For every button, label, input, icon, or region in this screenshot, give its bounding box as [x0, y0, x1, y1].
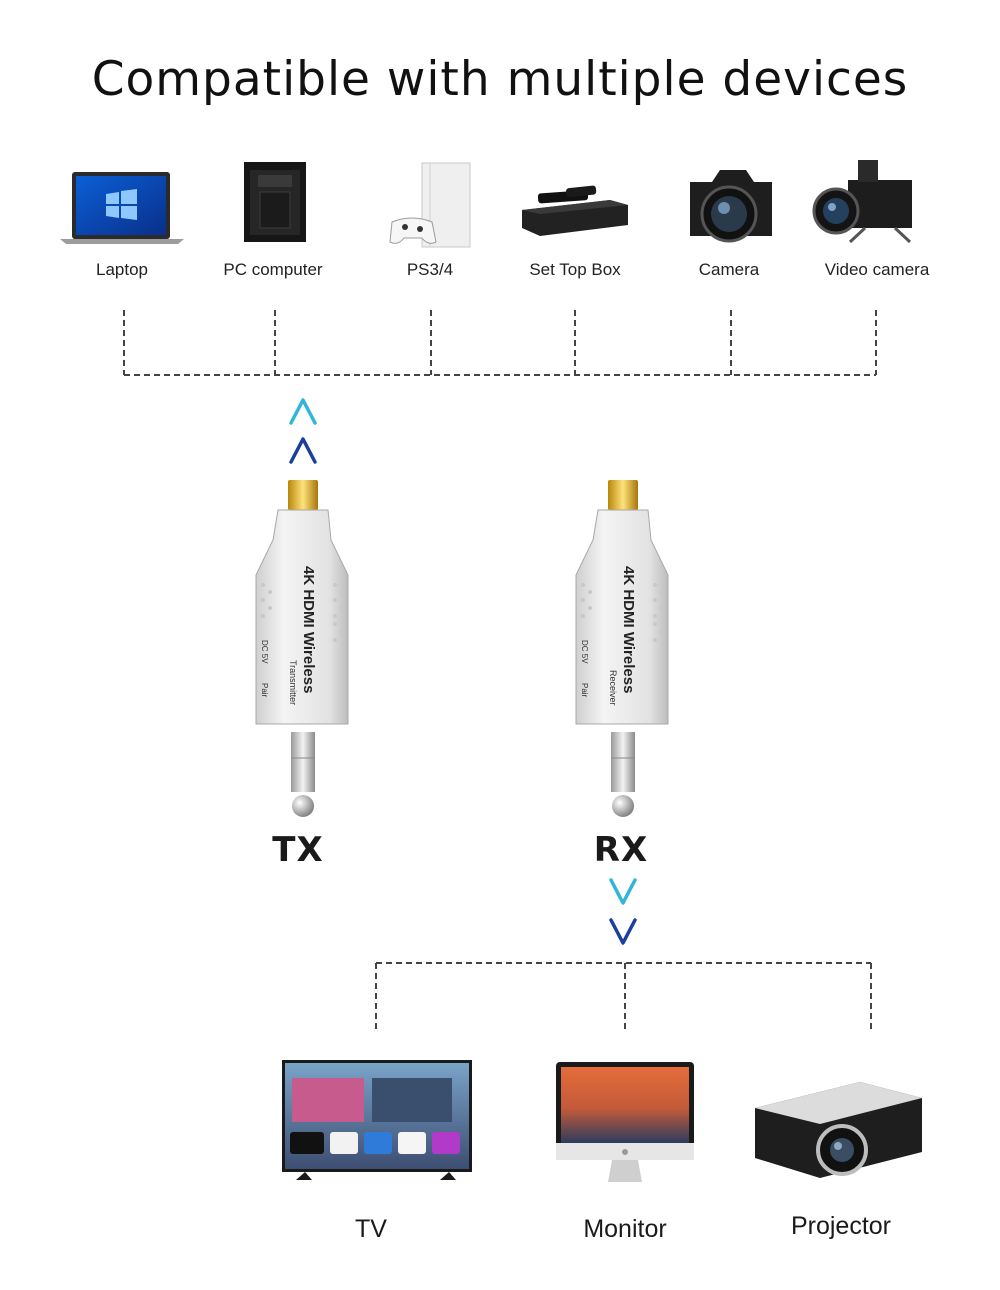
source-label-laptop: Laptop [96, 260, 148, 279]
source-label-set-top-box: Set Top Box [529, 260, 621, 279]
page-title: Compatible with multiple devices [91, 52, 909, 107]
download-arrow-icon [609, 878, 637, 945]
rx-device-text: 4K HDMI Wireless [620, 566, 637, 693]
tx-device-sub: Transmitter [288, 660, 298, 705]
tx-port-pair: Pair [260, 683, 269, 698]
upload-arrow-icon [289, 398, 317, 464]
set-top-box-icon [522, 185, 628, 236]
destination-label-monitor: Monitor [583, 1215, 667, 1243]
rx-port-dc: DC 5V [580, 640, 589, 664]
tx-port-dc: DC 5V [260, 640, 269, 664]
rx-port-pair: Pair [580, 683, 589, 698]
video-camera-icon [812, 160, 912, 244]
tv-icon [282, 1060, 472, 1180]
transmitter-device [255, 480, 349, 817]
game-console-icon [389, 162, 471, 248]
projector-icon [755, 1082, 922, 1178]
rx-label: RX [593, 830, 649, 870]
camera-icon [690, 170, 772, 243]
destination-connector-lines [375, 962, 872, 1030]
source-label-pc: PC computer [223, 260, 323, 279]
laptop-icon [60, 172, 184, 244]
tx-device-text: 4K HDMI Wireless [300, 566, 317, 693]
destination-label-tv: TV [355, 1215, 387, 1243]
rx-device-sub: Receiver [608, 670, 618, 706]
tx-label: TX [272, 830, 324, 870]
source-connector-lines [123, 310, 877, 376]
source-label-camera: Camera [698, 260, 760, 279]
pc-tower-icon [244, 162, 306, 242]
source-label-console: PS3/4 [406, 260, 454, 279]
source-label-video-camera: Video camera [824, 260, 930, 279]
monitor-icon [556, 1062, 694, 1182]
receiver-device [575, 480, 669, 817]
destination-label-projector: Projector [790, 1212, 892, 1240]
